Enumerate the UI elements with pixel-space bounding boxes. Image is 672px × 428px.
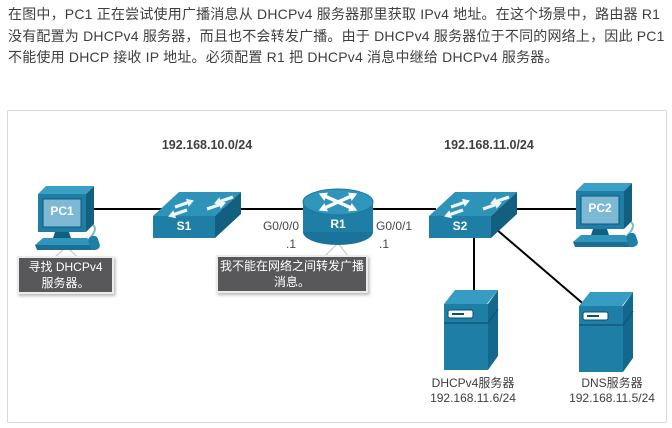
diagram-frame: 192.168.10.0/24 192.168.11.0/24 PC1 S1 R… [7,110,667,423]
pc1-icon [34,185,102,253]
intro-paragraph: 在图中，PC1 正在尝试使用广播消息从 DHCPv4 服务器那里获取 IPv4 … [8,6,665,65]
subnet-label-left: 192.168.10.0/24 [162,138,252,152]
pc1-speech-callout: 寻找 DHCPv4 服务器。 [17,256,114,294]
pc2-label: PC2 [588,201,612,215]
interface-g000-host: .1 [286,237,296,251]
r1-label: R1 [330,217,346,231]
r1-speech-callout: 我不能在网络之间转发广播消息。 [216,255,368,293]
interface-g001-host: .1 [379,237,389,251]
link-s2-dns-server [495,228,588,308]
dhcp-server-ip: 192.168.11.6/24 [430,391,516,405]
r1-leader-line [324,242,339,257]
subnet-label-right: 192.168.11.0/24 [444,138,534,152]
s1-switch-icon [153,192,241,238]
interface-g001-label: G0/0/1 [376,219,412,233]
r1-leader-line [337,242,349,257]
network-diagram-svg: 192.168.10.0/24 192.168.11.0/24 PC1 S1 R… [34,138,655,405]
callout-leader-lines [54,242,349,258]
dns-server-icon [578,291,634,373]
dhcp-server-icon [443,289,499,371]
dhcp-server-name: DHCPv4服务器 [432,375,515,390]
dns-server-ip: 192.168.11.5/24 [569,391,655,405]
pc1-label: PC1 [50,204,74,218]
dns-server-name: DNS服务器 [581,375,642,390]
s2-label: S2 [453,219,468,233]
pc2-icon [572,182,640,250]
s1-label: S1 [177,219,192,233]
interface-g000-label: G0/0/0 [263,219,299,233]
s2-switch-icon [429,192,517,238]
